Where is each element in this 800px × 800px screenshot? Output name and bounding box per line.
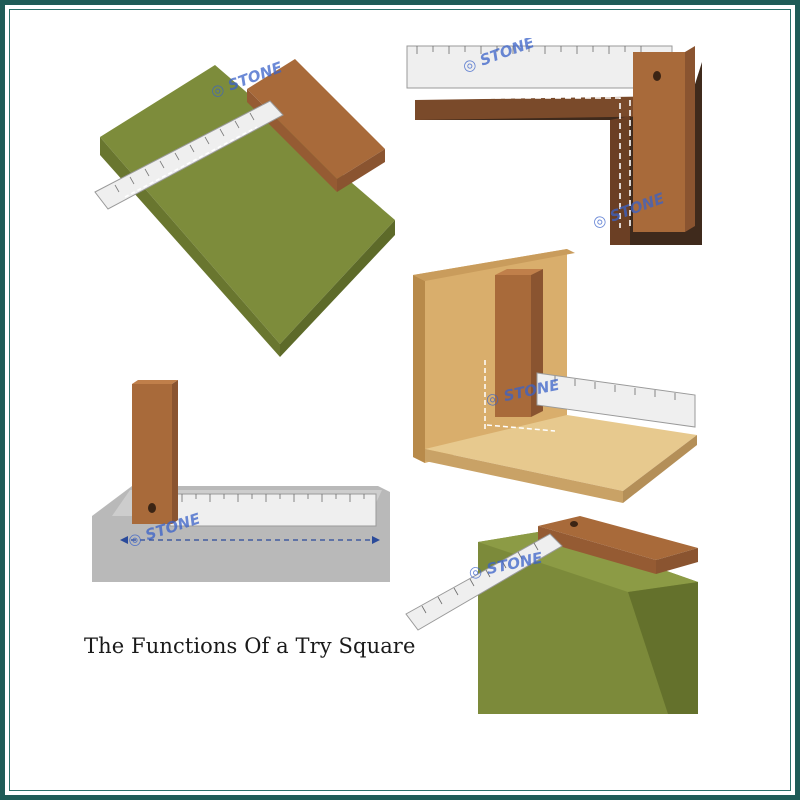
bottom-border bbox=[0, 795, 800, 800]
illustration-square-on-green-block: ◎ STONE bbox=[398, 512, 710, 714]
illustration-square-on-green-board: ◎ STONE bbox=[85, 37, 395, 357]
page-frame-inner bbox=[9, 9, 791, 791]
illustration-square-in-dark-corner: ◎ STONE ◎ STONE bbox=[405, 38, 710, 253]
illustration-square-on-gray-block: ◎ STONE bbox=[92, 368, 390, 582]
caption-title: The Functions Of a Try Square bbox=[84, 634, 416, 658]
illustration-square-in-plywood-corner: ◎ STONE bbox=[405, 245, 705, 505]
